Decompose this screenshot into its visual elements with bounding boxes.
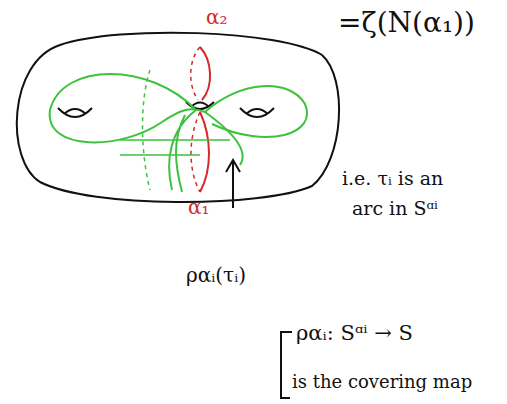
- note-text: ραᵢ: Sᵅⁱ → S: [296, 322, 413, 345]
- curve-label: α₁: [188, 196, 210, 218]
- note-text: arc in Sᵅⁱ: [352, 198, 438, 219]
- equation-note: =ζ(N(α₁)): [338, 8, 475, 39]
- arrow-label: ραᵢ(τᵢ): [186, 264, 246, 286]
- note-text: i.e. τᵢ is an: [342, 168, 443, 189]
- note-text: is the covering map: [292, 372, 472, 392]
- curve-label: α₂: [206, 6, 228, 28]
